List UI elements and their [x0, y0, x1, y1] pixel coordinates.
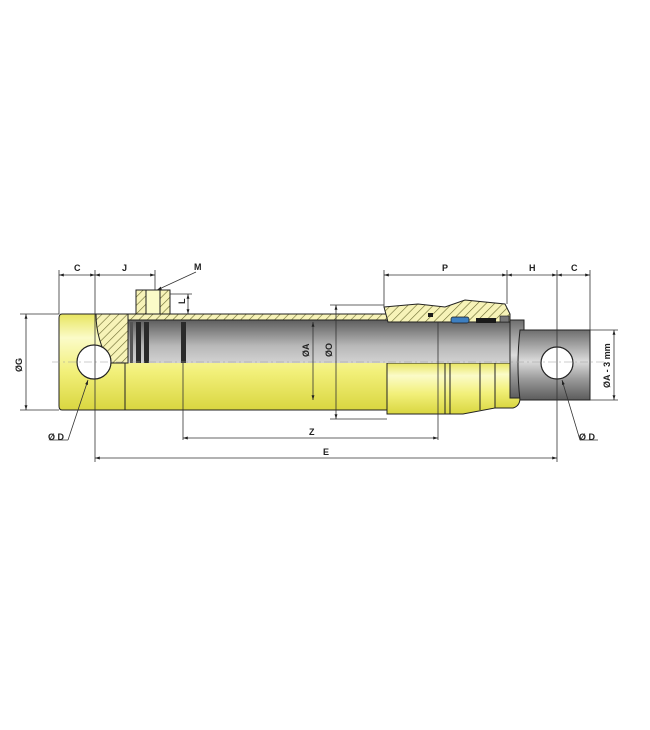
label-l: L [177, 298, 187, 304]
label-m: M [194, 262, 202, 272]
rod-end-eye [509, 319, 591, 401]
label-g: ØG [14, 358, 24, 372]
label-a-minus-3mm: ØA - 3 mm [602, 343, 612, 388]
label-d-right: Ø D [579, 432, 596, 442]
label-o: ØO [324, 343, 334, 357]
label-e: E [323, 447, 329, 457]
label-p: P [442, 263, 448, 273]
dimensions [20, 270, 618, 462]
label-h: H [529, 263, 536, 273]
label-z: Z [309, 427, 315, 437]
label-d-left: Ø D [48, 432, 65, 442]
label-a: ØA [301, 343, 311, 357]
cut-section [95, 289, 520, 364]
label-c-right: C [571, 263, 578, 273]
label-c-left: C [74, 263, 81, 273]
label-j: J [122, 263, 127, 273]
